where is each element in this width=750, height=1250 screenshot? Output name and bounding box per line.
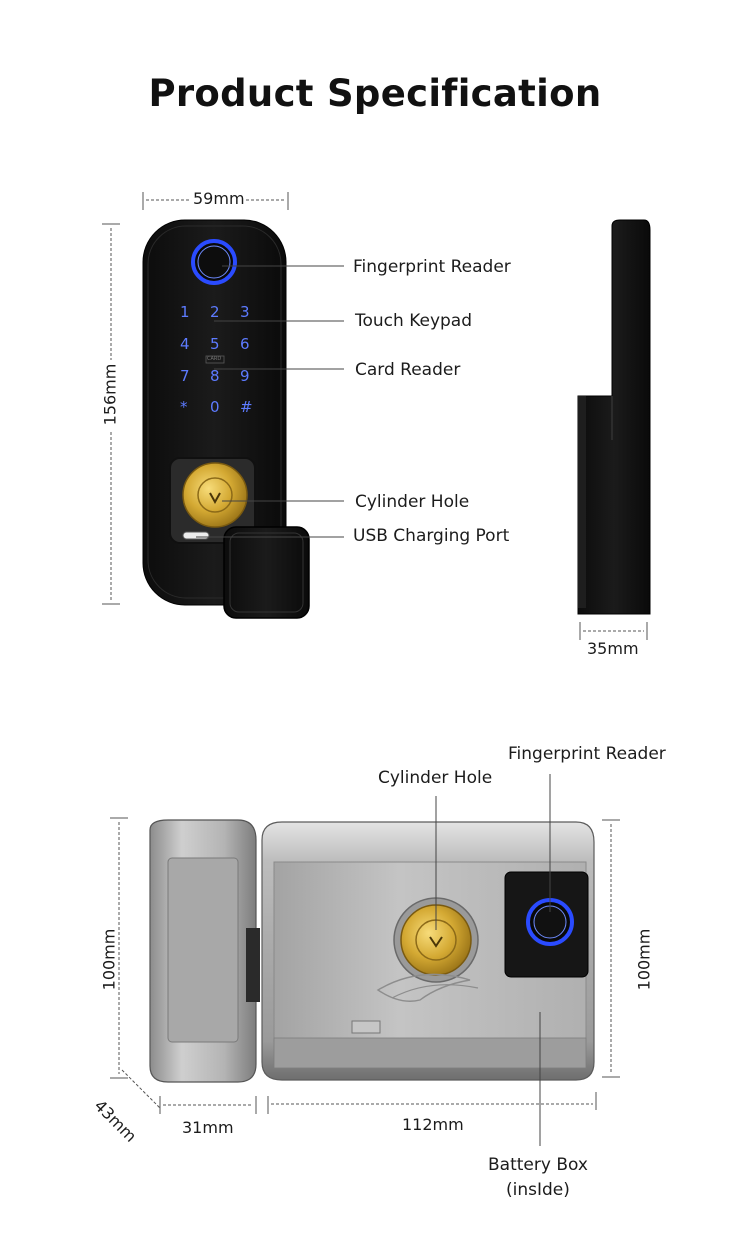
rim-callout-battery-box: Battery Box	[488, 1155, 588, 1175]
callout-card-reader: Card Reader	[355, 360, 461, 380]
page-title: Product Specification	[148, 72, 602, 115]
callout-touch-keypad: Touch Keypad	[355, 311, 473, 331]
front-lock	[102, 192, 344, 619]
rim-screw-slot	[351, 1020, 381, 1034]
rim-keeper-width-label: 31mm	[182, 1118, 234, 1137]
rim-bolt-gap	[246, 928, 260, 1002]
keypad-key-0[interactable]: 0	[210, 398, 220, 416]
keypad-key-1[interactable]: 1	[180, 303, 190, 321]
keypad-key-5[interactable]: 5	[210, 335, 220, 353]
keypad-key-star[interactable]: *	[180, 398, 188, 416]
rim-height-right-label: 100mm	[634, 928, 654, 991]
keypad-key-8[interactable]: 8	[210, 367, 220, 385]
front-leader-lines	[196, 265, 344, 538]
keypad-key-6[interactable]: 6	[240, 335, 250, 353]
keypad-key-4[interactable]: 4	[180, 335, 190, 353]
keypad-key-3[interactable]: 3	[240, 303, 250, 321]
rim-dimensions	[110, 817, 620, 1114]
front-height-label: 156mm	[100, 363, 120, 426]
keypad-key-7[interactable]: 7	[180, 367, 190, 385]
keypad-key-2[interactable]: 2	[210, 303, 220, 321]
keypad-key-9[interactable]: 9	[240, 367, 250, 385]
keypad-key-hash[interactable]: #	[240, 398, 253, 416]
side-depth-dimension	[579, 622, 648, 640]
rim-callout-cylinder-hole: Cylinder Hole	[378, 768, 493, 788]
front-height-dimension	[102, 223, 120, 605]
callout-usb-charging-port: USB Charging Port	[353, 526, 510, 546]
card-tag-label: CARD	[207, 356, 222, 362]
side-lock	[577, 219, 651, 640]
front-cylinder-brass	[182, 462, 248, 528]
front-usb-port	[182, 531, 210, 540]
rim-height-left-label: 100mm	[99, 928, 119, 991]
callout-cylinder-hole: Cylinder Hole	[355, 492, 470, 512]
card-tag-box	[205, 355, 225, 364]
rim-lock	[110, 774, 620, 1146]
rim-body-width-label: 112mm	[402, 1115, 464, 1134]
rim-callout-battery-inside: (insIde)	[506, 1180, 570, 1200]
rim-callout-fingerprint-reader: Fingerprint Reader	[508, 744, 666, 764]
front-width-dimension	[142, 192, 289, 210]
side-depth-label: 35mm	[587, 639, 639, 658]
front-width-label: 59mm	[193, 189, 245, 208]
rim-leader-lines	[435, 774, 551, 1146]
callout-fingerprint-reader: Fingerprint Reader	[353, 257, 511, 277]
side-lock-body	[577, 219, 651, 615]
front-knob	[223, 526, 310, 619]
